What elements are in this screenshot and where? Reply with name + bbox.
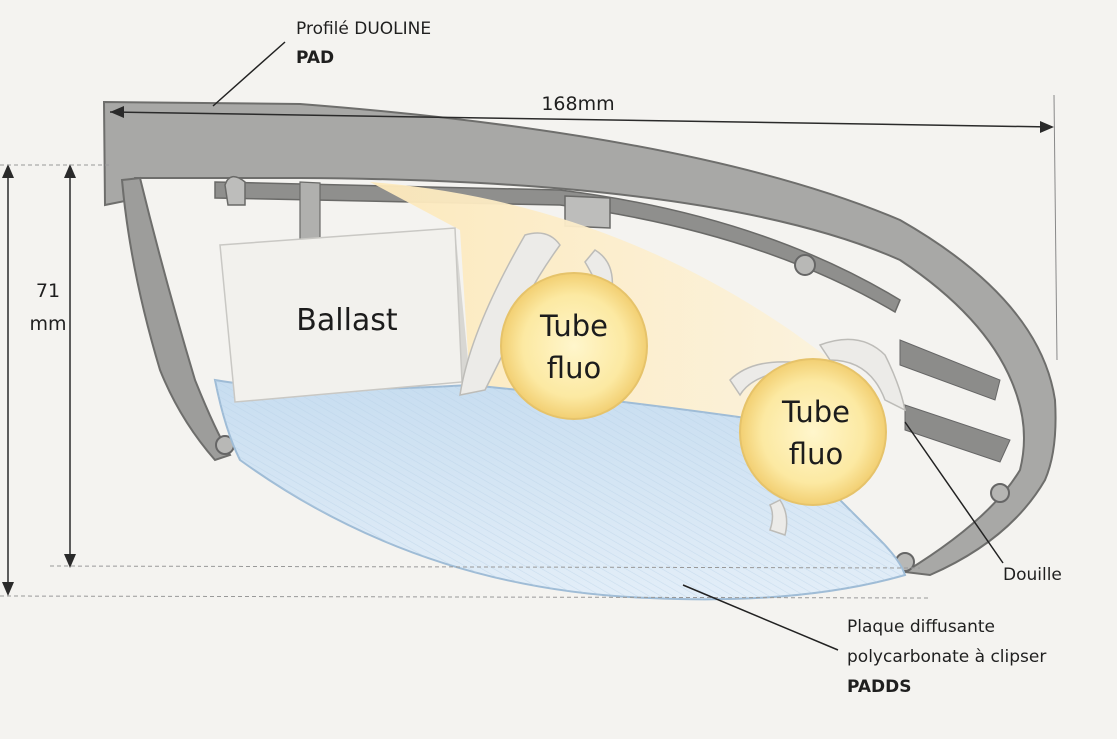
profile-label-line1: Profilé DUOLINE [296, 19, 431, 39]
tube2-line1: Tube [781, 395, 850, 429]
diffuser-leader [682, 584, 839, 651]
diffuser-plate [213, 378, 907, 601]
height-dimension-unit: mm [29, 313, 66, 335]
profile-label-line2: PAD [296, 48, 334, 68]
diffuser-label-line2: polycarbonate à clipser [847, 647, 1046, 667]
tube1-line1: Tube [539, 309, 608, 343]
profile-leader [212, 41, 286, 107]
diffuser-label-line3: PADDS [847, 677, 912, 697]
ballast-box: Ballast [219, 227, 470, 403]
tube1-line2: fluo [547, 351, 601, 385]
width-dimension-label: 168mm [541, 93, 614, 115]
height-dimension-value: 71 [36, 280, 60, 302]
ballast-label: Ballast [296, 303, 398, 338]
height-dimension [0, 164, 931, 599]
tube-fluo-2: Tube fluo [739, 358, 887, 506]
diffuser-label-line1: Plaque diffusante [847, 617, 995, 637]
duoline-profile [102, 100, 1057, 577]
douille-leader [904, 421, 1004, 564]
tube2-line2: fluo [789, 437, 843, 471]
tube-fluo-1: Tube fluo [500, 272, 648, 420]
douille-label: Douille [1003, 565, 1062, 585]
width-dimension [109, 94, 1058, 361]
